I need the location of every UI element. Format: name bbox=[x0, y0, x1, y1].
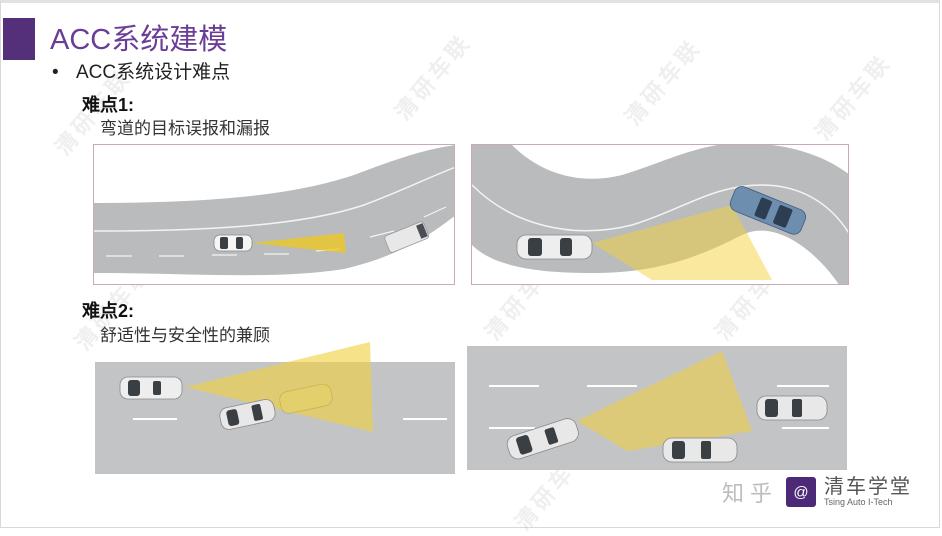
difficulty1-heading: 难点1: bbox=[82, 95, 135, 115]
curve-road-image-2 bbox=[471, 144, 849, 285]
car-icon bbox=[756, 395, 828, 421]
footer-watermark: 知乎 @ 清车学堂 Tsing Auto I-Tech bbox=[722, 472, 912, 512]
ghost-car-icon bbox=[279, 383, 333, 414]
ego-car-icon bbox=[506, 418, 579, 460]
title-accent-block bbox=[3, 18, 35, 60]
ego-car-icon bbox=[516, 234, 593, 260]
ego-car-icon bbox=[119, 376, 183, 400]
difficulty2-heading: 难点2: bbox=[82, 301, 135, 321]
lead-car-icon bbox=[729, 186, 807, 235]
bullet-item: • ACC系统设计难点 bbox=[52, 60, 230, 86]
cut-in-scenario-image bbox=[95, 342, 455, 474]
car-icon bbox=[662, 437, 738, 463]
brand-name-en: Tsing Auto I-Tech bbox=[824, 497, 893, 507]
slide-title: ACC系统建模 bbox=[50, 24, 228, 56]
difficulty1-description: 弯道的目标误报和漏报 bbox=[100, 119, 270, 138]
truck-icon bbox=[384, 221, 429, 253]
bullet-marker: • bbox=[52, 62, 59, 83]
brand-name: 清车学堂 Tsing Auto I-Tech bbox=[824, 477, 912, 507]
lane-change-scenario-image bbox=[467, 346, 847, 470]
brand-name-cn: 清车学堂 bbox=[824, 476, 913, 498]
zhihu-label: 知乎 bbox=[722, 481, 779, 506]
cut-in-car-icon bbox=[219, 399, 276, 430]
ego-car-icon bbox=[213, 234, 253, 252]
curve-road-image-1 bbox=[93, 144, 455, 285]
bullet-text: ACC系统设计难点 bbox=[76, 62, 231, 83]
difficulty2-description: 舒适性与安全性的兼顾 bbox=[100, 326, 270, 345]
brand-logo-icon: @ bbox=[786, 477, 817, 507]
